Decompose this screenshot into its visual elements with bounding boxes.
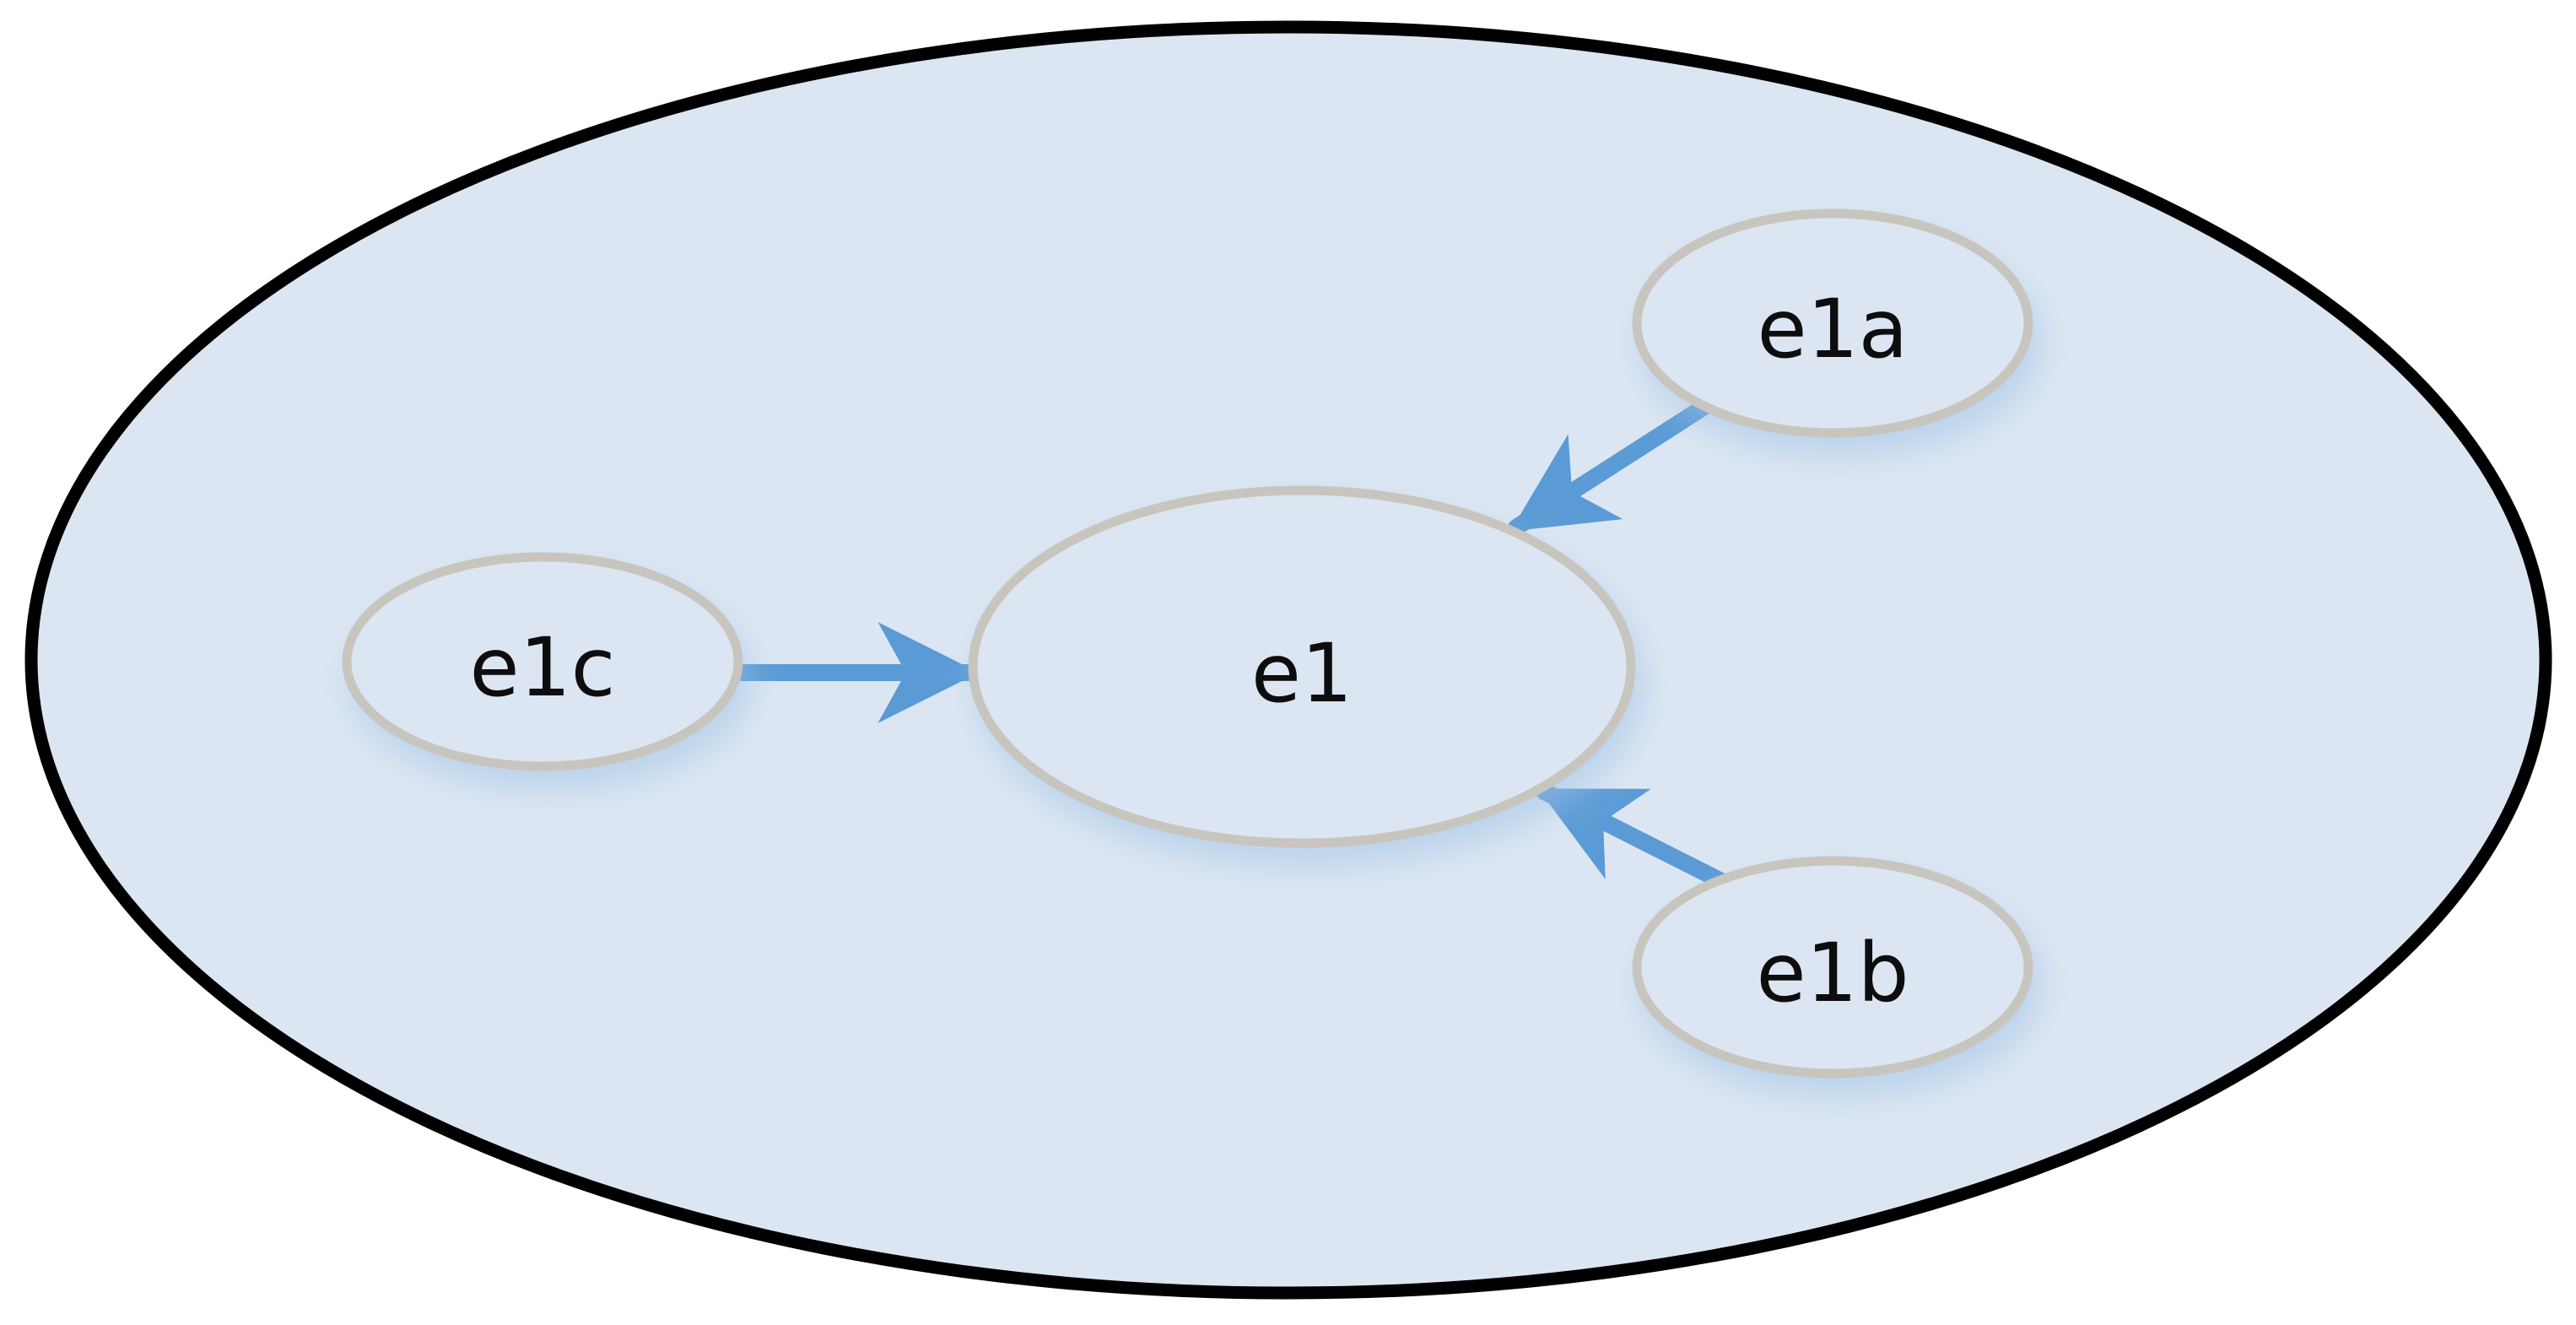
node-e1c[interactable]: e1c — [342, 552, 743, 771]
node-e1a-label: e1a — [1758, 282, 1909, 376]
node-e1-ellipse[interactable] — [968, 485, 1636, 848]
node-e1c-ellipse[interactable] — [342, 552, 743, 771]
node-e1b-ellipse[interactable] — [1632, 856, 2033, 1079]
edge-e1a-to-e1[interactable] — [1508, 395, 1718, 536]
node-e1c-label: e1c — [470, 620, 616, 715]
node-e1a-ellipse[interactable] — [1632, 208, 2033, 438]
node-e1b-label: e1b — [1756, 926, 1909, 1020]
node-e1[interactable]: e1 — [968, 485, 1636, 848]
edges-group — [732, 395, 1735, 892]
edge-e1b-to-e1[interactable] — [1536, 783, 1735, 892]
node-e1a[interactable]: e1a — [1632, 208, 2033, 438]
node-e1-label: e1 — [1251, 626, 1353, 721]
node-e1b[interactable]: e1b — [1632, 856, 2033, 1079]
